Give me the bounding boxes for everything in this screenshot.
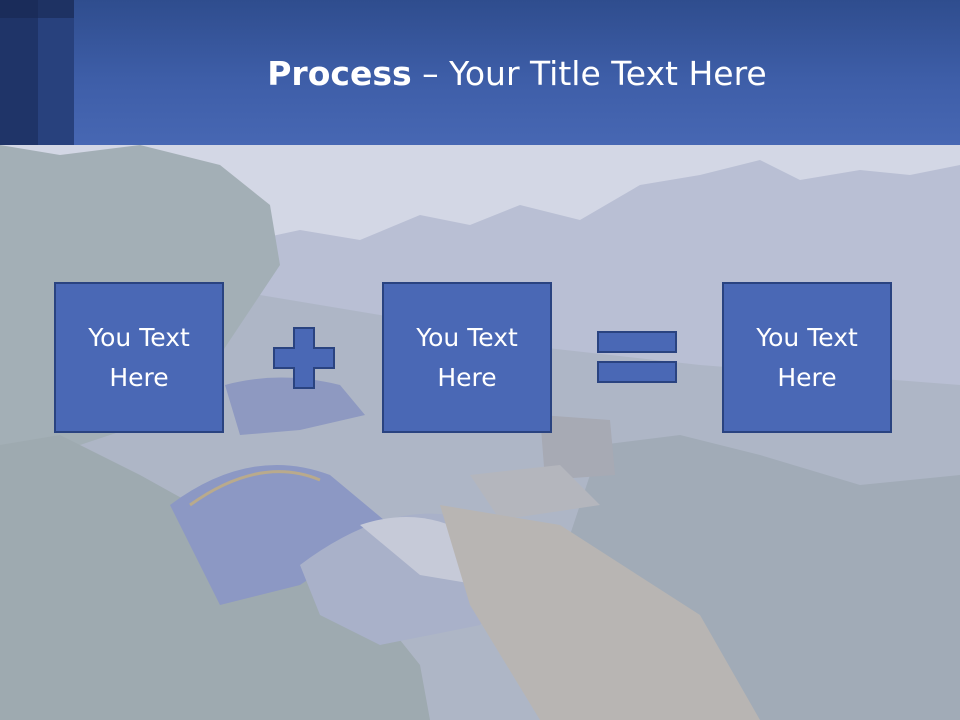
- slide-title[interactable]: Process – Your Title Text Here: [74, 52, 960, 96]
- header-accent-top: [0, 0, 74, 18]
- title-separator: –: [411, 54, 450, 93]
- process-box-2[interactable]: You Text Here: [382, 282, 552, 433]
- title-rest: Your Title Text Here: [449, 54, 767, 93]
- header-band: Process – Your Title Text Here: [0, 0, 960, 145]
- plus-icon: [272, 326, 336, 390]
- process-box-1[interactable]: You Text Here: [54, 282, 224, 433]
- equals-icon: [596, 330, 678, 384]
- process-box-2-label: You Text Here: [416, 322, 518, 392]
- title-bold: Process: [267, 54, 412, 93]
- process-box-3[interactable]: You Text Here: [722, 282, 892, 433]
- header-accent-dark: [0, 0, 38, 145]
- process-box-3-label: You Text Here: [756, 322, 858, 392]
- header-accent-mid: [38, 0, 74, 145]
- process-box-1-label: You Text Here: [88, 322, 190, 392]
